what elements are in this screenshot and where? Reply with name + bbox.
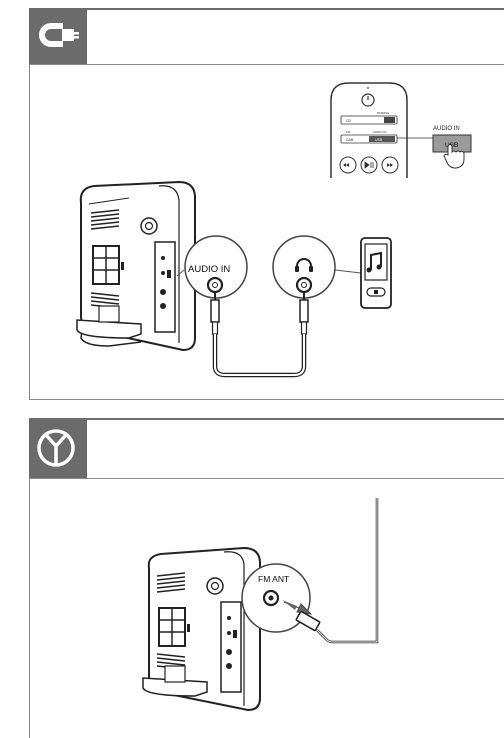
headphone-jack-callout xyxy=(273,236,361,298)
speaker-unit xyxy=(143,548,260,710)
remote-pairing-label: PAIRING xyxy=(377,111,390,115)
speaker-unit xyxy=(77,182,195,350)
remote-cd-label: CD xyxy=(346,119,352,123)
audio-cable xyxy=(211,292,308,375)
remote-usb-label: USB xyxy=(375,138,383,142)
callout-audio-in-label: AUDIO IN xyxy=(433,126,460,132)
fm-antenna-illustration: FM ANT xyxy=(29,418,504,738)
music-player xyxy=(361,238,391,308)
fm-antenna-section: FM ANT xyxy=(29,418,504,738)
audio-in-jack-label: AUDIO IN xyxy=(188,264,230,275)
fm-ant-label: FM ANT xyxy=(258,574,289,584)
remote-dab-label: DAB xyxy=(346,138,354,142)
remote-fm-label: FM xyxy=(346,130,351,134)
audio-in-illustration: CD PAIRING FM DAB AUDIO IN USB AUDIO IN … xyxy=(29,8,504,400)
usb-callout: AUDIO IN USB xyxy=(397,126,471,168)
fm-antenna-wire xyxy=(296,498,377,642)
remote-audio-in-label: AUDIO IN xyxy=(373,130,386,134)
audio-in-section: CD PAIRING FM DAB AUDIO IN USB AUDIO IN … xyxy=(29,8,504,400)
remote-control: CD PAIRING FM DAB AUDIO IN USB xyxy=(331,83,407,178)
